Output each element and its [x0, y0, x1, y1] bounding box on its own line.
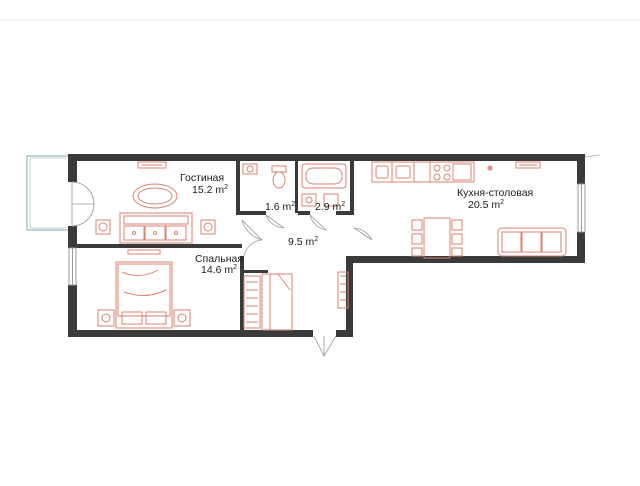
wardrobe-icon — [243, 275, 261, 329]
living-room-name: Гостиная — [180, 172, 224, 184]
kitchen-name: Кухня-столовая — [457, 187, 533, 199]
bed-icon — [115, 261, 173, 329]
bathtub-icon — [301, 163, 347, 189]
living-room-area: 15.2 m2 — [192, 184, 228, 196]
walls — [68, 154, 585, 337]
room-labels: Гостиная 15.2 m2 1.6 m2 2.9 m2 Кухня-сто… — [180, 172, 533, 276]
stove-icon — [433, 163, 472, 181]
interior-doors — [241, 214, 373, 357]
sofa-icon — [119, 212, 193, 244]
coffee-table — [132, 183, 178, 209]
balcony — [26, 155, 68, 231]
hallway-area: 9.5 m2 — [288, 236, 318, 248]
kitchen-area: 20.5 m2 — [468, 199, 504, 211]
dining-table-icon — [411, 217, 463, 259]
wc-area: 1.6 m2 — [265, 201, 295, 213]
kitchen-counter — [371, 161, 475, 183]
toilet-icon — [271, 165, 287, 189]
bathroom-area: 2.9 m2 — [315, 201, 345, 213]
tv-stand — [137, 161, 167, 169]
bedroom-name: Спальная — [195, 253, 243, 265]
sink-icon — [375, 165, 411, 179]
kitchen-sofa-icon — [497, 227, 567, 257]
balcony-door — [71, 181, 95, 227]
furniture — [95, 161, 567, 331]
windows — [68, 154, 601, 286]
bedroom-area: 14.6 m2 — [201, 264, 237, 276]
